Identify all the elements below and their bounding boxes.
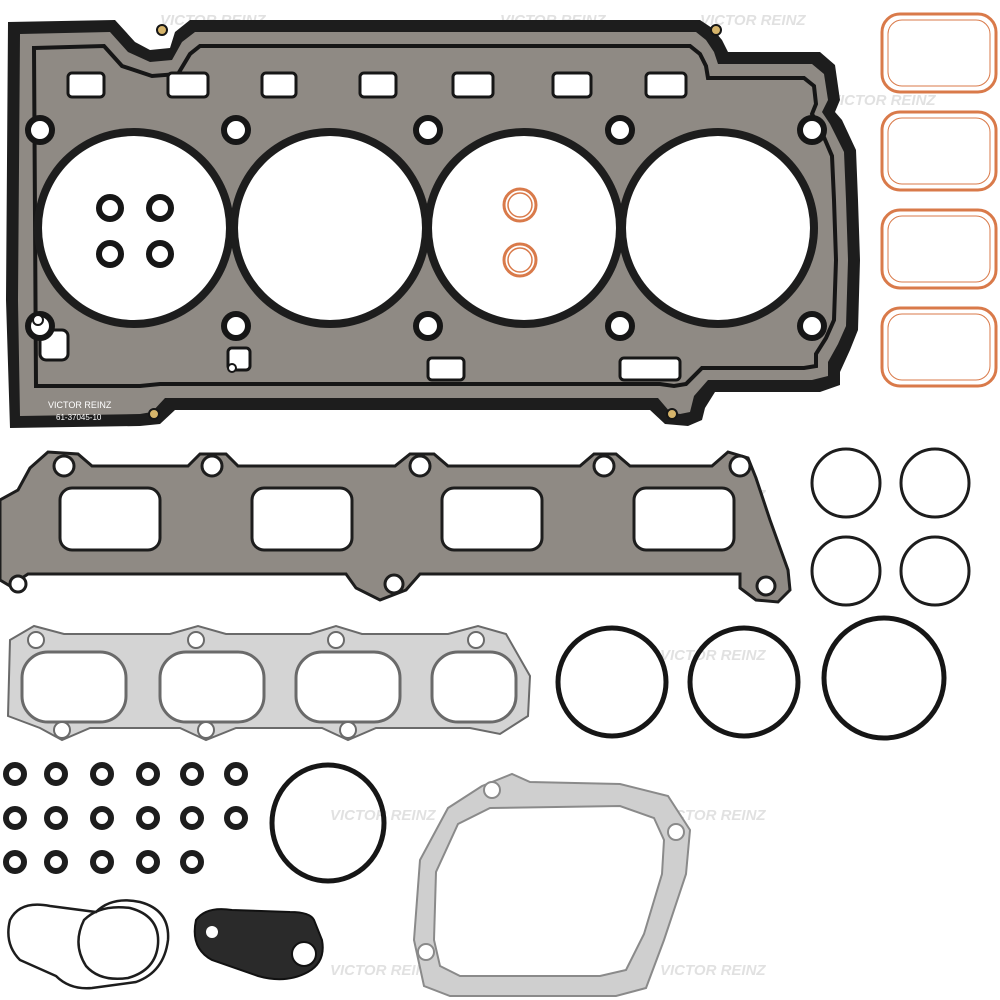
exhaust-manifold-gasket xyxy=(6,624,532,742)
watermark-text: VICTOR REINZ xyxy=(660,807,766,824)
cylinder-head-gasket: VICTOR REINZ 61-37045-10 xyxy=(6,20,860,428)
medium-o-ring xyxy=(269,762,387,884)
dowel-holes xyxy=(148,24,722,420)
watermark-text: VICTOR REINZ xyxy=(330,962,436,979)
intake-port-seals xyxy=(880,12,998,388)
intake-manifold-gasket xyxy=(0,450,792,604)
watermark-text: VICTOR REINZ xyxy=(660,962,766,979)
head-bolt-holes xyxy=(25,115,827,341)
oil-line-gasket xyxy=(193,908,324,981)
valve-stem-seals-grid xyxy=(3,762,248,874)
cover-seal-loops xyxy=(7,899,170,990)
head-gasket-bottom-slots xyxy=(38,328,682,382)
watermark-text: VICTOR REINZ xyxy=(660,647,766,664)
large-o-rings xyxy=(555,615,947,741)
head-gasket-brand-label: VICTOR REINZ xyxy=(48,400,112,410)
oil-passage-holes xyxy=(32,314,237,373)
turbo-flange-gasket xyxy=(412,772,692,997)
small-o-rings xyxy=(810,447,971,607)
copper-washers xyxy=(502,187,538,278)
head-gasket-part-number: 61-37045-10 xyxy=(56,413,102,422)
watermark-text: VICTOR REINZ xyxy=(830,92,936,109)
cylinder-bores xyxy=(34,128,818,328)
head-gasket-bead xyxy=(31,43,839,389)
head-gasket-top-slots xyxy=(66,71,688,99)
watermark-text: VICTOR REINZ xyxy=(700,12,806,29)
valve-stem-seals-group xyxy=(96,194,174,268)
